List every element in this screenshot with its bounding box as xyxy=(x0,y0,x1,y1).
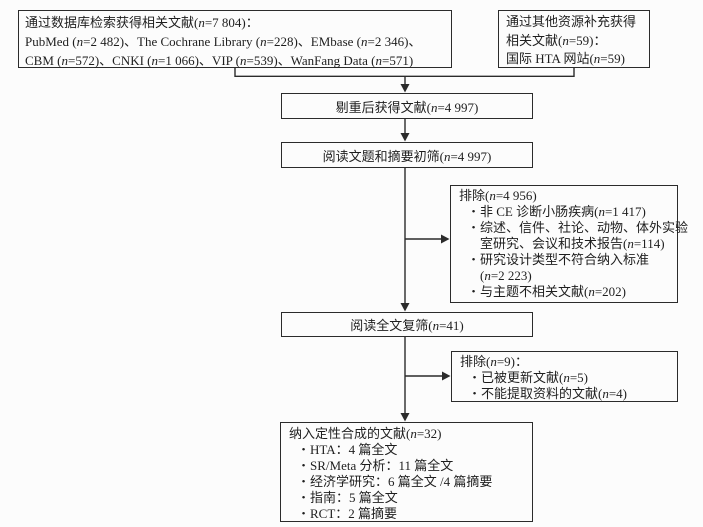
bullet-icon: • xyxy=(471,254,476,266)
included-studies-item-text: RCT：2 篇摘要 xyxy=(310,506,398,521)
exclusion-fulltext-item: • 不能提取资料的文献(n=4) xyxy=(460,386,675,402)
arrowhead-to-fulltext xyxy=(400,303,410,312)
bullet-icon: • xyxy=(301,476,306,488)
bullet-icon: • xyxy=(472,372,477,384)
arrowhead-to-included xyxy=(400,413,410,422)
box-database-search: 通过数据库检索获得相关文献(n=7 804)： PubMed (n=2 482)… xyxy=(18,10,452,68)
box-fulltext-screen: 阅读全文复筛(n=41) xyxy=(281,312,533,337)
arrowhead-to-exclusion-initial xyxy=(441,234,450,244)
exclusion-initial-item: • 综述、信件、社论、动物、体外实验 室研究、会议和技术报告(n=114) xyxy=(459,220,688,252)
included-studies-item-text: 经济学研究：6 篇全文 /4 篇摘要 xyxy=(310,474,493,489)
box-included-studies: 纳入定性合成的文献(n=32) • HTA：4 篇全文 • SR/Meta 分析… xyxy=(280,422,533,522)
exclusion-initial-item: • 非 CE 诊断小肠疾病(n=1 417) xyxy=(459,204,675,220)
box-other-sources: 通过其他资源补充获得 相关文献(n=59)： 国际 HTA 网站(n=59) xyxy=(498,10,650,68)
box-title-abstract-screen: 阅读文题和摘要初筛(n=4 997) xyxy=(281,142,533,168)
included-studies-item: • 指南：5 篇全文 xyxy=(289,490,530,506)
exclusion-initial-item-text: 非 CE 诊断小肠疾病(n=1 417) xyxy=(480,204,646,219)
database-search-text: 通过数据库检索获得相关文献(n=7 804)： PubMed (n=2 482)… xyxy=(25,15,422,68)
exclusion-initial-header: 排除(n=4 956) xyxy=(459,188,537,203)
bullet-icon: • xyxy=(301,492,306,504)
exclusion-initial-item-text: 综述、信件、社论、动物、体外实验 室研究、会议和技术报告(n=114) xyxy=(480,220,689,251)
included-studies-item-text: HTA：4 篇全文 xyxy=(310,442,398,457)
included-studies-item: • RCT：2 篇摘要 xyxy=(289,506,530,522)
exclusion-fulltext-item: • 已被更新文献(n=5) xyxy=(460,370,675,386)
title-abstract-screen-text: 阅读文题和摘要初筛(n=4 997) xyxy=(322,148,492,164)
exclusion-initial-item: • 与主题不相关文献(n=202) xyxy=(459,284,675,300)
bullet-icon: • xyxy=(471,222,476,234)
bullet-icon: • xyxy=(471,286,476,298)
exclusion-initial-item-text: 研究设计类型不符合纳入标准 (n=2 223) xyxy=(480,252,650,283)
included-studies-item: • 经济学研究：6 篇全文 /4 篇摘要 xyxy=(289,474,530,490)
included-studies-item: • SR/Meta 分析：11 篇全文 xyxy=(289,458,530,474)
bullet-icon: • xyxy=(301,460,306,472)
included-studies-item: • HTA：4 篇全文 xyxy=(289,442,530,458)
exclusion-fulltext-header: 排除(n=9)： xyxy=(460,354,529,369)
arrowhead-to-exclusion-fulltext xyxy=(442,371,451,381)
included-studies-header: 纳入定性合成的文献(n=32) xyxy=(289,426,442,441)
exclusion-initial-item: • 研究设计类型不符合纳入标准 (n=2 223) xyxy=(459,252,675,284)
exclusion-fulltext-item-text: 已被更新文献(n=5) xyxy=(481,370,589,385)
arrowhead-to-dedup xyxy=(400,84,410,93)
box-dedup: 剔重后获得文献(n=4 997) xyxy=(281,93,533,119)
bullet-icon: • xyxy=(301,444,306,456)
fulltext-screen-text: 阅读全文复筛(n=41) xyxy=(350,318,464,333)
box-exclusion-fulltext: 排除(n=9)： • 已被更新文献(n=5) • 不能提取资料的文献(n=4) xyxy=(451,351,678,402)
bullet-icon: • xyxy=(301,508,306,520)
dedup-text: 剔重后获得文献(n=4 997) xyxy=(335,99,479,115)
included-studies-item-text: 指南：5 篇全文 xyxy=(310,490,398,505)
exclusion-initial-item-text: 与主题不相关文献(n=202) xyxy=(480,284,627,299)
box-exclusion-initial: 排除(n=4 956) • 非 CE 诊断小肠疾病(n=1 417) • 综述、… xyxy=(450,185,688,303)
arrowhead-to-initial-screen xyxy=(400,133,410,142)
included-studies-item-text: SR/Meta 分析：11 篇全文 xyxy=(310,458,454,473)
bullet-icon: • xyxy=(471,206,476,218)
other-sources-text: 通过其他资源补充获得 相关文献(n=59)： 国际 HTA 网站(n=59) xyxy=(506,14,637,66)
bullet-icon: • xyxy=(472,388,477,400)
exclusion-fulltext-item-text: 不能提取资料的文献(n=4) xyxy=(481,386,628,401)
